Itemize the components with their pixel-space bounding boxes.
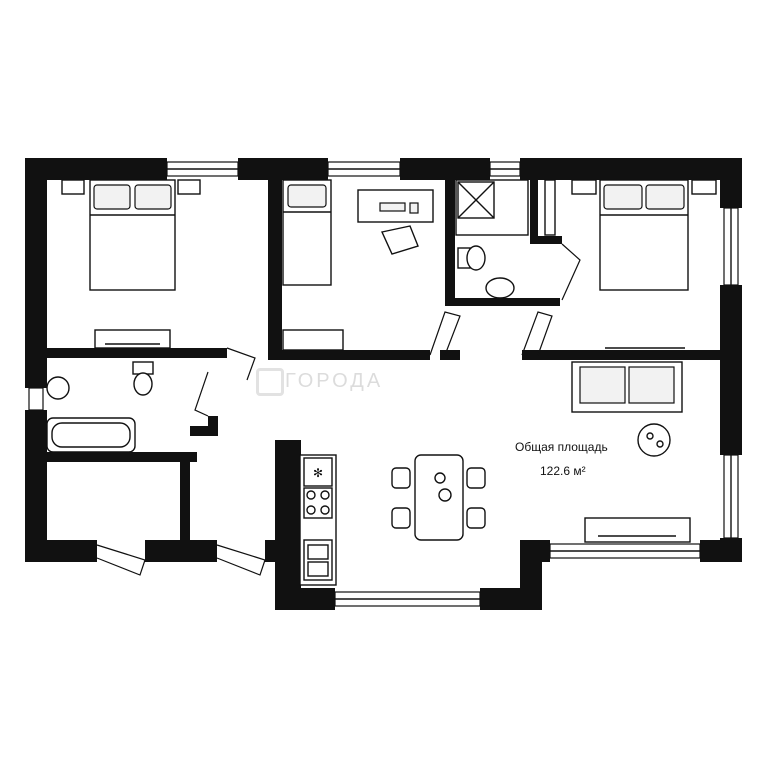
area-value: 122.6 м² <box>540 464 586 478</box>
svg-text:✻: ✻ <box>313 466 323 480</box>
wardrobe <box>544 179 556 236</box>
chair <box>466 507 486 529</box>
tv-stand <box>94 329 171 349</box>
toilet-icon <box>133 372 153 396</box>
tv-stand <box>584 517 691 543</box>
bathroom <box>46 361 154 453</box>
fridge <box>303 457 333 487</box>
dining <box>391 454 486 541</box>
house-logo-icon <box>256 368 284 396</box>
toilet-icon <box>466 245 486 271</box>
area-label: Общая площадь <box>515 440 608 454</box>
windows <box>28 161 739 607</box>
bedroom-right <box>544 179 717 349</box>
bedroom-middle <box>282 179 434 351</box>
interior-walls <box>47 180 720 588</box>
nightstand <box>571 179 597 195</box>
chair <box>466 467 486 489</box>
watermark-brand: ГОРОДА <box>285 370 384 392</box>
shower-room <box>455 179 529 299</box>
nightstand <box>691 179 717 195</box>
doors <box>96 243 581 576</box>
kitchen: ✻ <box>299 454 337 586</box>
chair <box>391 507 411 529</box>
nightstand <box>61 179 85 195</box>
sink-icon <box>485 277 515 299</box>
washbasin-icon <box>46 376 70 400</box>
nightstand <box>177 179 201 195</box>
bedroom-left <box>61 179 201 349</box>
shelf <box>282 329 344 351</box>
chair <box>391 467 411 489</box>
coffee-table <box>637 423 671 457</box>
office-chair <box>381 225 419 255</box>
living-area <box>571 361 691 543</box>
outer-walls <box>25 158 742 610</box>
